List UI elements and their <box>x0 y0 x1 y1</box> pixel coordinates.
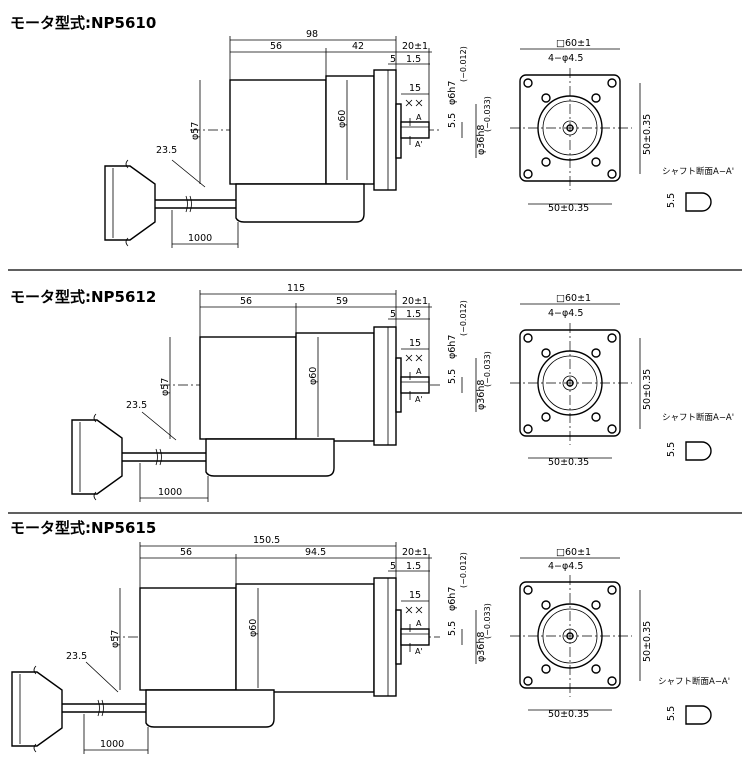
dim-section-5-5: 5.5 <box>666 193 677 208</box>
tol-36h8: (−0.033) <box>483 603 492 639</box>
section-np5610: モータ型式:NP5610 <box>10 14 734 248</box>
dim-5-5: 5.5 <box>447 621 458 636</box>
dim-dia60: φ60 <box>337 110 348 128</box>
dim-frame-size: □60±1 <box>556 38 591 49</box>
motor-side-view: 150.5 56 94.5 20±1 5 1.5 15 A A' φ57 φ60… <box>11 535 492 754</box>
tol-6h7: (−0.012) <box>459 300 468 336</box>
dim-front-length: 56 <box>270 41 282 52</box>
dim-flat-length: 15 <box>409 83 421 94</box>
dim-dia36h8: φ36h8 <box>476 380 487 410</box>
dim-lead-length: 1000 <box>158 487 182 498</box>
dim-pitch-vertical: 50±0.35 <box>642 369 653 410</box>
shaft-section-view: シャフト断面A−A' 5.5 <box>662 412 734 461</box>
dim-front-length: 56 <box>180 547 192 558</box>
dim-frame-size: □60±1 <box>556 547 591 558</box>
section-mark-a2: A' <box>415 140 423 149</box>
motor-side-view: 98 56 42 20±1 5 1.5 15 A A' φ57 φ60 φ6h7… <box>104 29 492 248</box>
motor-front-view: □60±1 4−φ4.5 50±0.35 50±0.35 <box>510 293 653 468</box>
dim-frame-size: □60±1 <box>556 293 591 304</box>
shaft-section-label: シャフト断面A−A' <box>658 676 730 687</box>
dim-1-5: 1.5 <box>406 561 421 572</box>
shaft-section-view: シャフト断面A−A' 5.5 <box>658 676 730 725</box>
dim-pitch-horizontal: 50±0.35 <box>548 203 589 214</box>
tol-6h7: (−0.012) <box>459 552 468 588</box>
dim-flat-length: 15 <box>409 338 421 349</box>
dim-rear-length: 59 <box>336 296 348 307</box>
dim-mount-holes: 4−φ4.5 <box>548 561 583 572</box>
dim-front-length: 56 <box>240 296 252 307</box>
dim-dia6h7: φ6h7 <box>447 335 458 359</box>
dim-cable-exit: 23.5 <box>156 145 177 156</box>
model-title: モータ型式:NP5610 <box>10 14 156 32</box>
dim-total-length: 98 <box>306 29 318 40</box>
dim-mount-holes: 4−φ4.5 <box>548 53 583 64</box>
motor-side-view: 115 56 59 20±1 5 1.5 15 A A' φ57 φ60 φ6h… <box>71 283 492 502</box>
dim-pitch-vertical: 50±0.35 <box>642 621 653 662</box>
section-np5615: モータ型式:NP5615 150.5 56 94.5 <box>10 519 730 754</box>
dim-cable-exit: 23.5 <box>126 400 147 411</box>
shaft-section-view: シャフト断面A−A' 5.5 <box>662 166 734 212</box>
dim-dia6h7: φ6h7 <box>447 587 458 611</box>
dim-rear-length: 94.5 <box>305 547 326 558</box>
section-mark-a2: A' <box>415 647 423 656</box>
dim-dia36h8: φ36h8 <box>476 125 487 155</box>
dim-cable-exit: 23.5 <box>66 651 87 662</box>
motor-front-view: □60±1 4−φ4.5 50±0.35 50±0.35 <box>510 38 653 214</box>
shaft-section-label: シャフト断面A−A' <box>662 412 734 423</box>
dim-5-5: 5.5 <box>447 113 458 128</box>
tol-6h7: (−0.012) <box>459 46 468 82</box>
dim-section-5-5: 5.5 <box>666 442 677 457</box>
section-np5612: モータ型式:NP5612 115 56 59 <box>10 283 734 502</box>
section-mark-a: A <box>416 113 422 122</box>
dim-pitch-horizontal: 50±0.35 <box>548 709 589 720</box>
dim-dia57: φ57 <box>160 378 171 396</box>
dim-5: 5 <box>390 561 396 572</box>
dim-shaft-length: 20±1 <box>402 547 428 558</box>
dim-5: 5 <box>390 54 396 65</box>
dim-shaft-length: 20±1 <box>402 41 428 52</box>
motor-front-view: □60±1 4−φ4.5 50±0.35 50±0.35 <box>510 547 653 720</box>
dim-dia6h7: φ6h7 <box>447 81 458 105</box>
dim-mount-holes: 4−φ4.5 <box>548 308 583 319</box>
dim-rear-length: 42 <box>352 41 364 52</box>
section-mark-a: A <box>416 619 422 628</box>
dim-total-length: 115 <box>287 283 305 294</box>
dim-dia36h8: φ36h8 <box>476 632 487 662</box>
tol-36h8: (−0.033) <box>483 351 492 387</box>
dim-dia57: φ57 <box>110 630 121 648</box>
section-mark-a2: A' <box>415 395 423 404</box>
dim-dia60: φ60 <box>308 367 319 385</box>
tol-36h8: (−0.033) <box>483 96 492 132</box>
dim-1-5: 1.5 <box>406 309 421 320</box>
model-title: モータ型式:NP5615 <box>10 519 156 537</box>
dim-1-5: 1.5 <box>406 54 421 65</box>
dim-pitch-horizontal: 50±0.35 <box>548 457 589 468</box>
dim-5-5: 5.5 <box>447 369 458 384</box>
model-title: モータ型式:NP5612 <box>10 288 156 306</box>
dim-total-length: 150.5 <box>253 535 280 546</box>
section-mark-a: A <box>416 367 422 376</box>
dim-lead-length: 1000 <box>188 233 212 244</box>
dim-dia60: φ60 <box>248 619 259 637</box>
dim-section-5-5: 5.5 <box>666 706 677 721</box>
dim-dia57: φ57 <box>190 122 201 140</box>
dim-shaft-length: 20±1 <box>402 296 428 307</box>
shaft-section-label: シャフト断面A−A' <box>662 166 734 177</box>
dim-pitch-vertical: 50±0.35 <box>642 114 653 155</box>
dim-flat-length: 15 <box>409 590 421 601</box>
dim-lead-length: 1000 <box>100 739 124 750</box>
dim-5: 5 <box>390 309 396 320</box>
